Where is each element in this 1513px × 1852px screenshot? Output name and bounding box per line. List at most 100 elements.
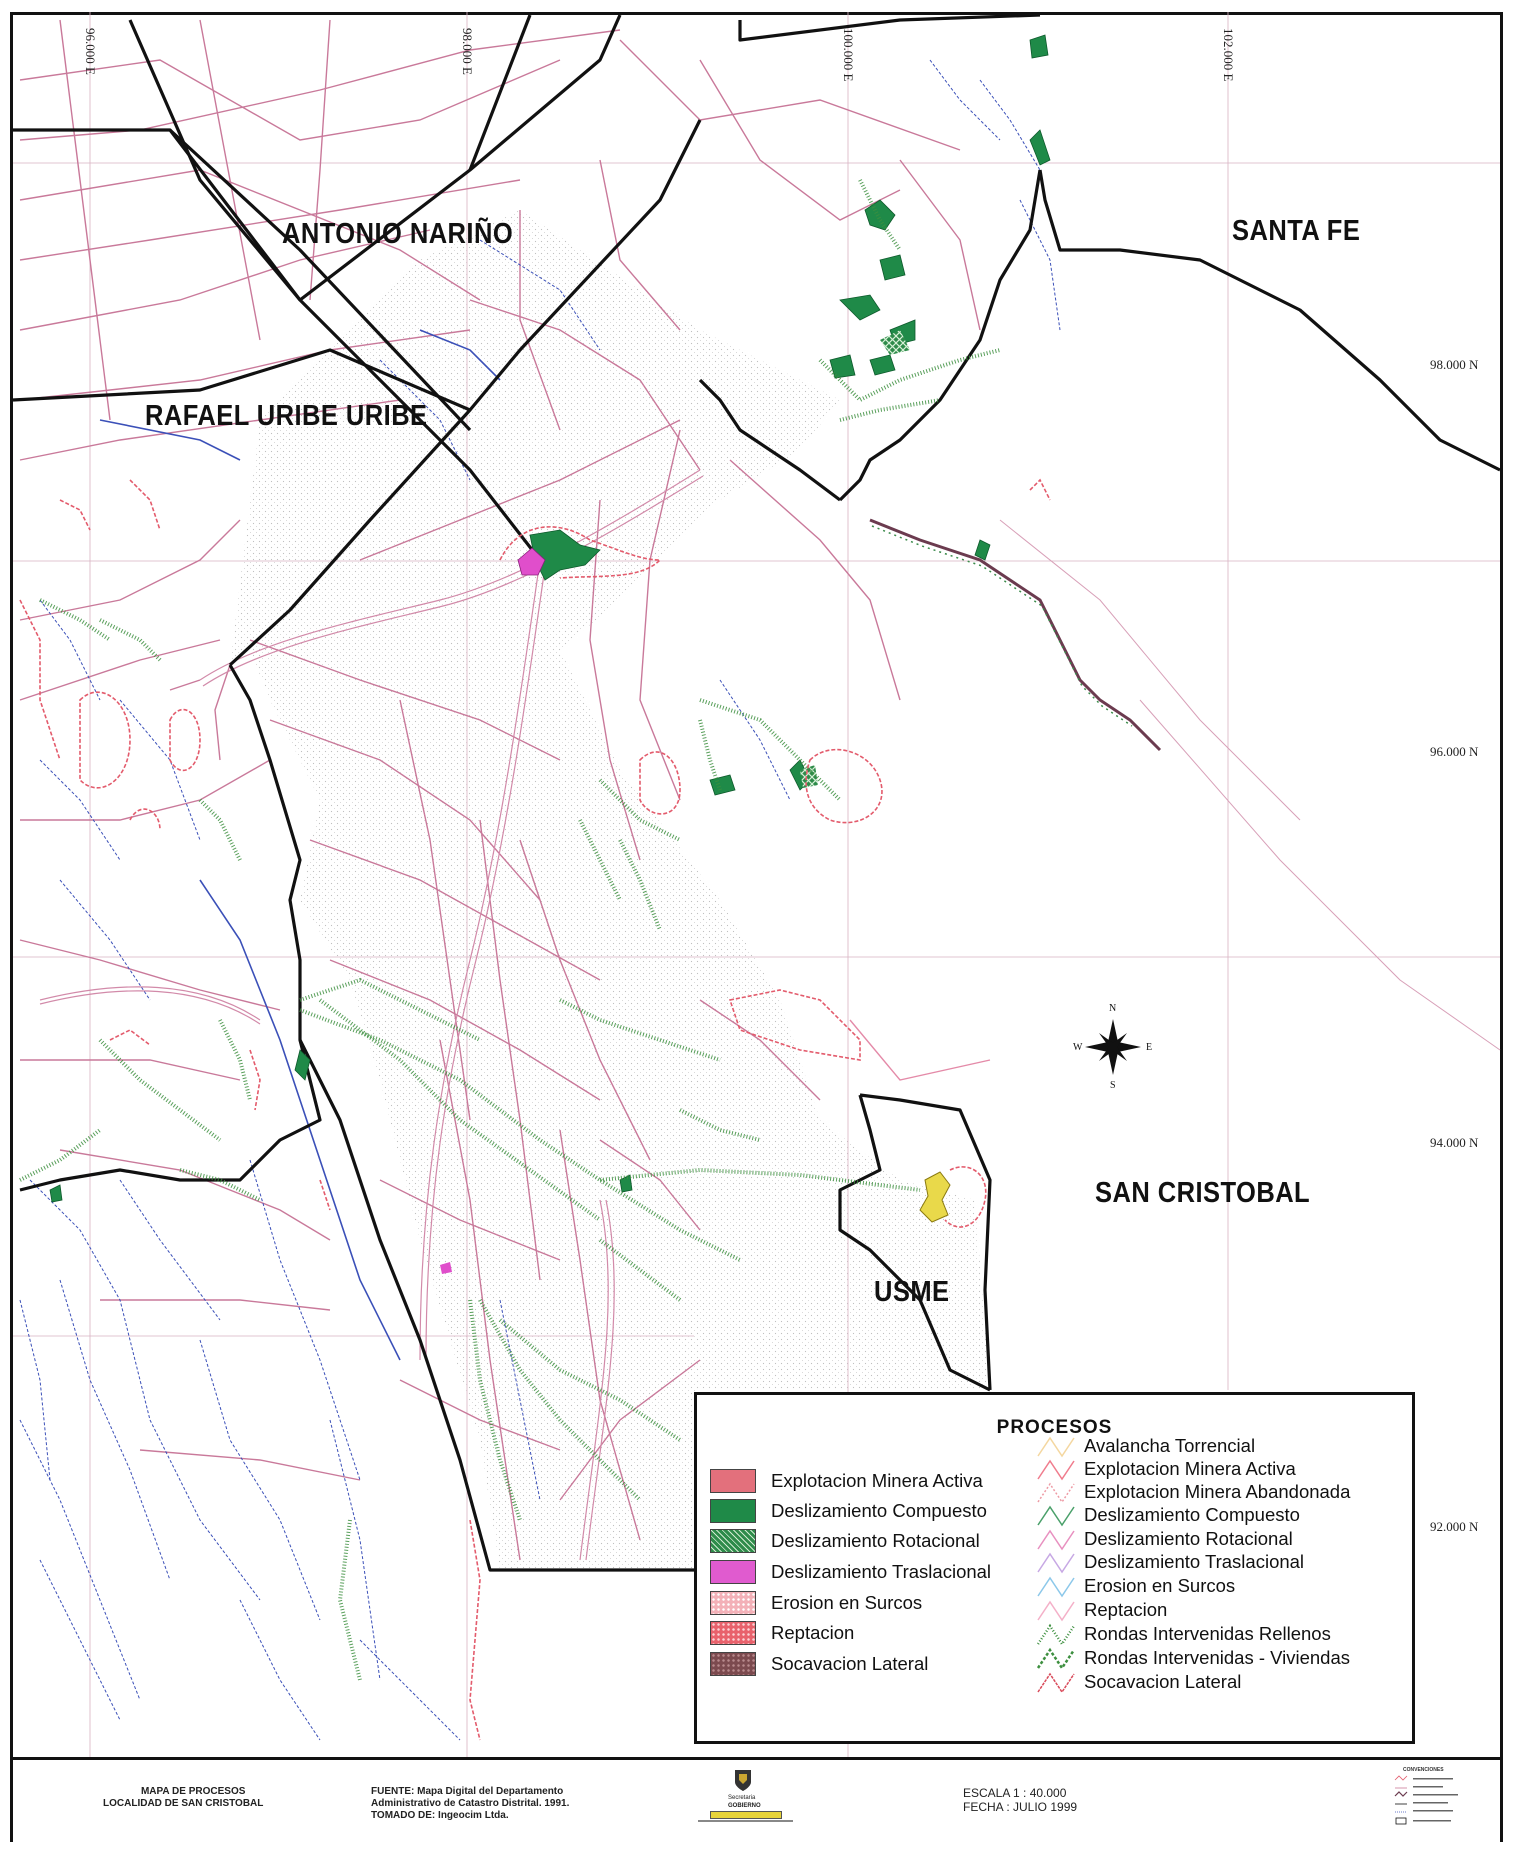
footer-scale: ESCALA 1 : 40.000 (963, 1786, 1067, 1800)
legend-line-symbol (1037, 1436, 1075, 1458)
legend-line-label: Reptacion (1084, 1599, 1168, 1620)
legend-line-label: Deslizamiento Rotacional (1084, 1528, 1293, 1549)
district-label-usme: USME (874, 1276, 950, 1308)
legend-label: Erosion en Surcos (771, 1592, 923, 1613)
river (869, 518, 1162, 752)
hatched-slide-2 (800, 765, 818, 788)
drainage-network (19, 59, 1061, 1741)
legend-swatch (710, 1499, 756, 1523)
locality-area (230, 210, 990, 1570)
legend-line-symbol (1037, 1552, 1075, 1574)
legend-line-item: Rondas Intervenidas - Viviendas (1036, 1646, 1350, 1670)
legend-line-item: Reptacion (1036, 1598, 1167, 1622)
grid-label-y-98000: 98.000 N (1430, 357, 1479, 372)
district-label-antonio-narino: ANTONIO NARIÑO (282, 218, 514, 250)
legend-swatch (710, 1652, 756, 1676)
legend-line-label: Rondas Intervenidas Rellenos (1084, 1623, 1331, 1644)
grid-label-x-102000: 102.000 E (1221, 28, 1236, 82)
footer-source-line1: FUENTE: Mapa Digital del Departamento (371, 1786, 564, 1797)
legend-label: Deslizamiento Rotacional (771, 1530, 980, 1551)
footer-title-line1: MAPA DE PROCESOS (140, 1786, 246, 1797)
legend-line-label: Explotacion Minera Activa (1084, 1458, 1296, 1479)
legend-line-label: Deslizamiento Traslacional (1084, 1551, 1305, 1572)
conventions-box: CONVENCIONES (1393, 1766, 1493, 1836)
landslide-areas (49, 34, 1051, 1203)
legend-line-item: Explotacion Minera Activa (1036, 1457, 1296, 1481)
coat-of-arms-icon (735, 1770, 751, 1791)
legend-line-item: Deslizamiento Traslacional (1036, 1550, 1304, 1574)
grid-label-y-92000: 92.000 N (1430, 1519, 1479, 1534)
legend-line-item: Avalancha Torrencial (1036, 1434, 1255, 1458)
legend-panel: PROCESOS Explotacion Minera Activa Desli… (694, 1392, 1415, 1744)
legend-line-symbol (1037, 1672, 1075, 1694)
footer-source-line2: Administrativo de Catastro Distrital. 19… (371, 1798, 570, 1809)
grid-label-x-100000: 100.000 E (841, 28, 856, 82)
legend-line-symbol (1037, 1505, 1075, 1527)
grid-label-y-96000: 96.000 N (1430, 744, 1479, 759)
legend-line-symbol (1036, 1647, 1076, 1670)
conventions-title: CONVENCIONES (1403, 1767, 1444, 1773)
footer-map-title: MAPA DE PROCESOS LOCALIDAD DE SAN CRISTO… (103, 1786, 263, 1810)
legend-line-item: Deslizamiento Rotacional (1036, 1527, 1293, 1551)
legend-line-item: Explotacion Minera Abandonada (1036, 1480, 1350, 1504)
legend-label: Socavacion Lateral (771, 1653, 929, 1674)
legend-fill-item: Explotacion Minera Activa (710, 1469, 983, 1493)
legend-label: Explotacion Minera Activa (771, 1470, 983, 1491)
legend-line-symbol (1036, 1623, 1076, 1646)
translational-slide (517, 547, 546, 576)
footer-scale-date: ESCALA 1 : 40.000 FECHA : JULIO 1999 (963, 1786, 1077, 1814)
legend-swatch (710, 1621, 756, 1645)
legend-fill-item: Deslizamiento Compuesto (710, 1499, 987, 1523)
legend-line-item: Deslizamiento Compuesto (1036, 1503, 1300, 1527)
mining-lines (19, 478, 1051, 1741)
grid-label-y-94000: 94.000 N (1430, 1135, 1479, 1150)
grid-label-x-98000: 98.000 E (460, 28, 475, 75)
legend-swatch (710, 1591, 756, 1615)
footer-source-line3: TOMADO DE: Ingeocim Ltda. (371, 1810, 509, 1821)
legend-label: Reptacion (771, 1622, 855, 1643)
district-label-rafael-uribe-uribe: RAFAEL URIBE URIBE (145, 400, 428, 432)
legend-line-item: Rondas Intervenidas Rellenos (1036, 1622, 1331, 1646)
legend-swatch (710, 1529, 756, 1553)
locality-boundaries (12, 13, 1501, 1572)
legend-line-symbol (1037, 1600, 1075, 1622)
compass-north: N (1109, 1003, 1117, 1014)
legend-fill-item: Reptacion (710, 1621, 854, 1645)
legend-line-label: Avalancha Torrencial (1084, 1435, 1256, 1456)
legend-line-label: Explotacion Minera Abandonada (1084, 1481, 1351, 1502)
district-label-santa-fe: SANTA FE (1232, 215, 1361, 247)
legend-line-item: Erosion en Surcos (1036, 1574, 1235, 1598)
org-line1: Secretaria (728, 1795, 756, 1801)
conventions-symbols (1394, 1775, 1458, 1825)
footer-date: FECHA : JULIO 1999 (963, 1800, 1078, 1814)
compass-west: W (1073, 1042, 1083, 1053)
map-footer: MAPA DE PROCESOS LOCALIDAD DE SAN CRISTO… (13, 1757, 1500, 1842)
compass-rose (1085, 1019, 1141, 1075)
legend-line-symbol (1037, 1576, 1075, 1598)
rondas-lines (19, 179, 1001, 1681)
legend-swatch (710, 1560, 756, 1584)
legend-fill-item: Deslizamiento Traslacional (710, 1560, 991, 1584)
district-label-san-cristobal: SAN CRISTOBAL (1095, 1177, 1311, 1209)
government-logo: Secretaria GOBIERNO (668, 1768, 818, 1828)
hatched-slide (880, 330, 910, 355)
legend-fill-item: Deslizamiento Rotacional (710, 1529, 980, 1553)
legend-line-label: Erosion en Surcos (1084, 1575, 1236, 1596)
org-banner (710, 1811, 782, 1819)
legend-line-label: Socavacion Lateral (1084, 1671, 1242, 1692)
org-subtext-line (698, 1820, 793, 1822)
legend-fill-item: Socavacion Lateral (710, 1652, 928, 1676)
org-line2: GOBIERNO (728, 1803, 761, 1809)
drainage-main (99, 329, 501, 1361)
legend-line-label: Rondas Intervenidas - Viviendas (1084, 1647, 1351, 1668)
legend-line-symbol (1037, 1529, 1075, 1551)
compass-east: E (1146, 1042, 1153, 1053)
legend-fill-item: Erosion en Surcos (710, 1591, 922, 1615)
legend-swatch (710, 1469, 756, 1493)
main-roads (39, 469, 704, 1561)
river-dots (871, 525, 1133, 727)
grid-label-x-96000: 96.000 E (83, 28, 98, 75)
legend-line-symbol (1037, 1459, 1075, 1481)
legend-line-item: Socavacion Lateral (1036, 1670, 1241, 1694)
